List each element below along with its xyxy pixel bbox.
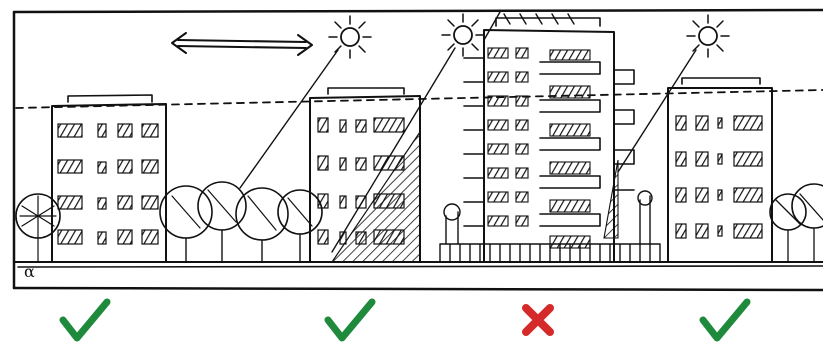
trees-right — [770, 184, 823, 262]
shadow-area — [604, 160, 618, 238]
checkmark-icon — [55, 294, 115, 346]
sun-icon — [329, 16, 371, 58]
building-1 — [52, 95, 166, 262]
sun-icon — [687, 15, 729, 57]
sun-icon — [442, 14, 484, 56]
result-marks — [0, 290, 823, 348]
building-2 — [310, 88, 420, 262]
double-arrow-icon — [172, 33, 312, 55]
corner-label: α — [24, 262, 35, 282]
fence — [440, 244, 660, 262]
trees-left — [16, 182, 322, 262]
building-3 — [440, 14, 660, 262]
building-4 — [668, 78, 772, 262]
checkmark-icon — [695, 294, 755, 346]
checkmark-icon — [320, 294, 380, 346]
cross-icon — [508, 294, 568, 346]
